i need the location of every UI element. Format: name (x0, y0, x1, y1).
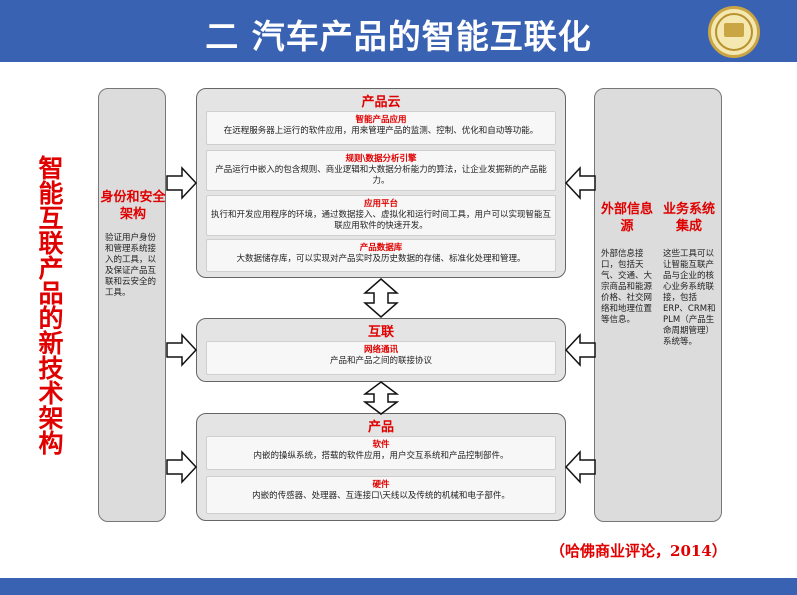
product-title: 产品 (367, 420, 394, 435)
business-integration-text: 这些工具可以让智能互联产品与企业的核心业务系统联接，包括ERP、CRM和PLM（… (663, 249, 716, 347)
arrow-right-product-icon (166, 450, 198, 484)
product-cloud-title: 产品云 (361, 95, 401, 110)
card-text: 产品运行中嵌入的包含规则、商业逻辑和大数据分析能力的算法，让企业发掘新的产品能力… (215, 165, 547, 186)
slide-title: 二 汽车产品的智能互联化 (205, 17, 592, 56)
arrow-left-cloud-icon (564, 166, 596, 200)
rules-analytics-card: 规则\数据分析引擎 产品运行中嵌入的包含规则、商业逻辑和大数据分析能力的算法，让… (206, 150, 556, 191)
product-cloud-group: 产品云 智能产品应用 在远程服务器上运行的软件应用，用来管理产品的监测、控制、优… (196, 88, 566, 278)
card-text: 内嵌的操纵系统，搭载的软件应用，用户交互系统和产品控制部件。 (253, 451, 509, 461)
external-business-panel: 外部信息源 外部信息接口，包括天气、交通、大宗商品和能源价格、社交网络和地理位置… (594, 88, 722, 522)
card-title: 产品数据库 (359, 243, 403, 253)
app-platform-card: 应用平台 执行和开发应用程序的环境，通过数据接入、虚拟化和运行时间工具，用户可以… (206, 195, 556, 236)
card-title: 智能产品应用 (355, 115, 407, 125)
card-text: 大数据储存库，可以实现对产品实时及历史数据的存储、标准化处理和管理。 (236, 254, 526, 264)
card-title: 规则\数据分析引擎 (345, 154, 417, 164)
card-text: 执行和开发应用程序的环境，通过数据接入、虚拟化和运行时间工具，用户可以实现智能互… (211, 210, 552, 231)
connectivity-title: 互联 (367, 325, 394, 340)
card-title: 网络通讯 (363, 345, 398, 355)
network-card: 网络通讯 产品和产品之间的联接协议 (206, 341, 556, 375)
university-logo (708, 6, 760, 58)
external-sources-title: 外部信息源 (600, 202, 653, 234)
side-title: 智能互联产品的新技术架构 (35, 155, 64, 455)
card-title: 应用平台 (363, 199, 398, 209)
identity-security-title: 身份和安全架构 (100, 190, 166, 222)
card-text: 内嵌的传感器、处理器、互连接口\天线以及传统的机械和电子部件。 (252, 491, 510, 501)
header-bar (0, 0, 797, 62)
product-group: 产品 软件 内嵌的操纵系统，搭载的软件应用，用户交互系统和产品控制部件。 硬件 … (196, 413, 566, 521)
external-sources-text: 外部信息接口，包括天气、交通、大宗商品和能源价格、社交网络和地理位置等信息。 (601, 249, 653, 325)
arrow-right-connectivity-icon (166, 333, 198, 367)
product-database-card: 产品数据库 大数据储存库，可以实现对产品实时及历史数据的存储、标准化处理和管理。 (206, 239, 556, 272)
card-title: 硬件 (372, 480, 390, 490)
arrow-updown-connectivity-product-icon (363, 381, 399, 415)
hardware-card: 硬件 内嵌的传感器、处理器、互连接口\天线以及传统的机械和电子部件。 (206, 476, 556, 514)
connectivity-group: 互联 网络通讯 产品和产品之间的联接协议 (196, 318, 566, 382)
identity-security-text: 验证用户身份和管理系统接入的工具，以及保证产品互联和云安全的工具。 (105, 233, 157, 298)
smart-app-card: 智能产品应用 在远程服务器上运行的软件应用，用来管理产品的监测、控制、优化和自动… (206, 111, 556, 145)
card-title: 软件 (372, 440, 390, 450)
business-integration-title: 业务系统集成 (662, 202, 715, 234)
card-text: 在远程服务器上运行的软件应用，用来管理产品的监测、控制、优化和自动等功能。 (223, 126, 539, 136)
identity-security-panel: 身份和安全架构 验证用户身份和管理系统接入的工具，以及保证产品互联和云安全的工具… (98, 88, 166, 522)
arrow-right-cloud-icon (166, 166, 198, 200)
software-card: 软件 内嵌的操纵系统，搭载的软件应用，用户交互系统和产品控制部件。 (206, 436, 556, 470)
arrow-updown-cloud-connectivity-icon (363, 278, 399, 318)
arrow-left-product-icon (564, 450, 596, 484)
footer-bar (0, 578, 797, 595)
card-text: 产品和产品之间的联接协议 (329, 356, 432, 366)
citation: （哈佛商业评论，2014） (550, 542, 727, 560)
arrow-left-connectivity-icon (564, 333, 596, 367)
